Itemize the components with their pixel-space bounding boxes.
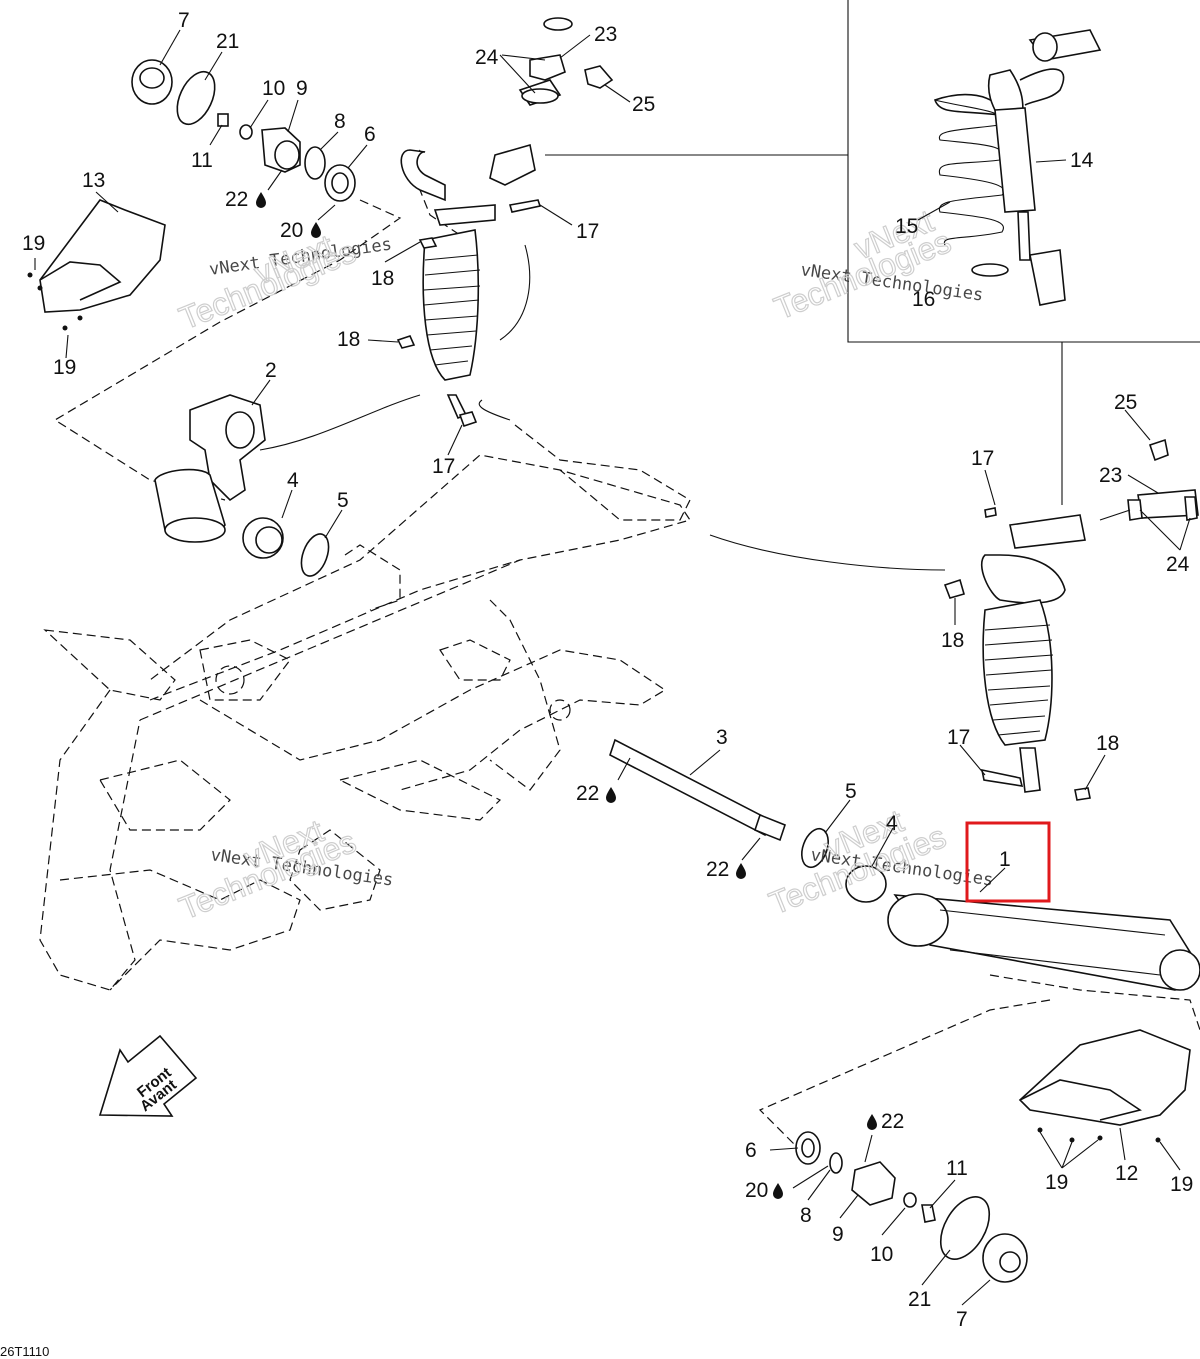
skid-plate-12 <box>1018 1029 1191 1143</box>
callout-label: 18 <box>941 629 964 652</box>
callout-label: 22 <box>881 1110 904 1133</box>
callout-label: 8 <box>334 110 346 133</box>
oil-drop-icon <box>736 863 746 879</box>
oil-drop-icon <box>773 1183 783 1199</box>
oil-drop-icon <box>606 787 616 803</box>
bearing-kit-top-left <box>53 59 402 501</box>
front-direction-arrow: Front Avant <box>98 1034 198 1117</box>
shock-detail-inset <box>545 0 1200 505</box>
callout-label: 22 <box>706 858 729 881</box>
callout-label: 19 <box>1170 1173 1193 1196</box>
callout-label: 22 <box>576 782 599 805</box>
callout-label: 5 <box>845 780 857 803</box>
callout-label: 14 <box>1070 149 1094 172</box>
shock-absorber-top <box>396 17 614 428</box>
callout-label: 3 <box>716 726 728 749</box>
callout-label: 18 <box>371 267 394 290</box>
callout-label: 17 <box>576 220 599 243</box>
oil-drop-icon <box>256 192 266 208</box>
callout-label: 20 <box>745 1179 768 1202</box>
callout-label: 4 <box>886 812 898 835</box>
callout-label: 19 <box>1045 1171 1068 1194</box>
callout-label: 11 <box>946 1157 968 1180</box>
callout-label: 18 <box>337 328 360 351</box>
callout-label: 25 <box>1114 391 1137 414</box>
callout-label: 20 <box>280 219 303 242</box>
callout-label: 9 <box>832 1223 844 1246</box>
callout-label: 23 <box>1099 464 1122 487</box>
watermark-outline: Technologies <box>174 233 361 336</box>
callout-label: 21 <box>216 30 239 53</box>
watermarks: vNext Technologies vNext Technologies vN… <box>174 202 995 927</box>
pivot-bracket-2 <box>154 394 421 577</box>
callout-label: 17 <box>432 455 455 478</box>
callout-label: 10 <box>262 77 285 100</box>
callout-label: 10 <box>870 1243 893 1266</box>
shock-absorber-right <box>709 438 1199 801</box>
callout-label: 6 <box>745 1139 757 1162</box>
bearing-kit-bottom <box>795 1131 1028 1283</box>
callout-label: 8 <box>800 1204 812 1227</box>
callout-label: 16 <box>912 288 935 311</box>
callout-label: 1 <box>999 848 1011 871</box>
highlight-box <box>965 821 1051 903</box>
callout-label: 18 <box>1096 732 1119 755</box>
callout-label: 4 <box>287 469 299 492</box>
callout-label: 24 <box>1166 553 1190 576</box>
frame-chassis <box>39 424 691 991</box>
callout-label: 5 <box>337 489 349 512</box>
callout-label: 15 <box>895 215 918 238</box>
callout-label: 17 <box>971 447 994 470</box>
callout-label: 2 <box>265 359 277 382</box>
callout-label: 21 <box>908 1288 931 1311</box>
callout-leaders <box>34 29 1191 1306</box>
callout-label: 9 <box>296 77 308 100</box>
callout-labels: 7 21 10 9 8 6 11 22 20 13 19 19 24 23 25… <box>22 9 1193 1331</box>
callout-label: 17 <box>947 726 970 749</box>
callout-label: 23 <box>594 23 617 46</box>
oil-drop-icon <box>867 1114 877 1130</box>
callout-label: 12 <box>1115 1162 1138 1185</box>
callout-label: 22 <box>225 188 248 211</box>
drawing-code: 26T1110 <box>0 1344 49 1359</box>
callout-label: 24 <box>475 46 499 69</box>
oil-drop-icon <box>311 222 321 238</box>
callout-label: 11 <box>191 149 213 172</box>
skid-plate-13 <box>27 199 166 331</box>
callout-label: 7 <box>956 1308 968 1331</box>
callout-label: 7 <box>178 9 190 32</box>
callout-label: 25 <box>632 93 655 116</box>
callout-label: 6 <box>364 123 376 146</box>
swing-arm-1 <box>609 738 1200 1151</box>
callout-label: 13 <box>82 169 105 192</box>
callout-label: 19 <box>53 356 76 379</box>
callout-label: 19 <box>22 232 45 255</box>
